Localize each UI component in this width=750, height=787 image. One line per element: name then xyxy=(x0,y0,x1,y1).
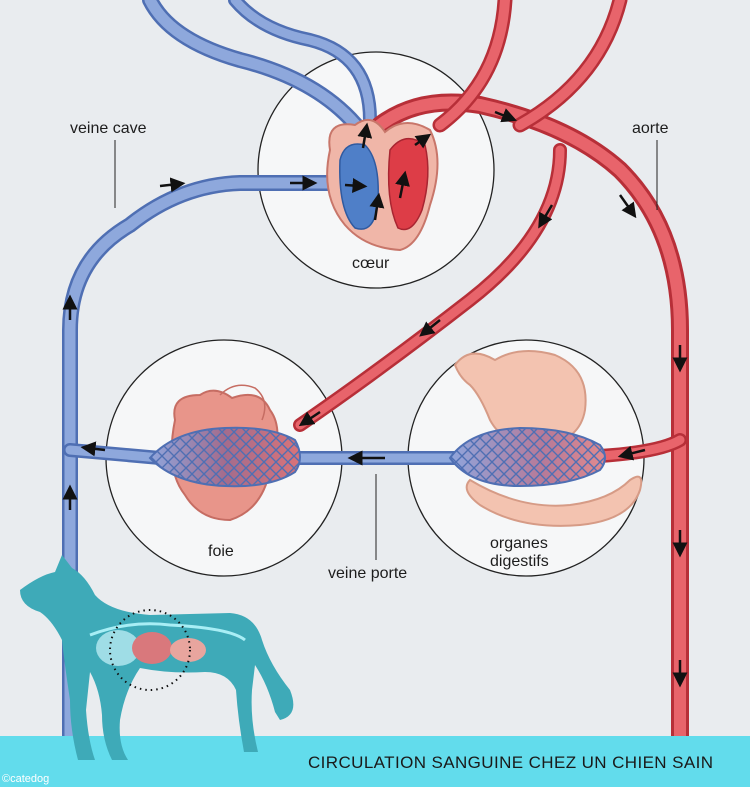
liver-capillary-network xyxy=(148,426,301,488)
stomach-icon xyxy=(453,350,643,527)
title-banner xyxy=(0,736,750,787)
label-digestive-line1: organes xyxy=(490,535,548,552)
leader-lines xyxy=(114,140,658,560)
arterial-vessels xyxy=(293,0,689,787)
arrow-icon xyxy=(617,445,646,461)
arrow-icon xyxy=(618,194,637,219)
arrow-icon xyxy=(494,108,517,123)
label-heart: cœur xyxy=(352,255,390,272)
arrow-icon xyxy=(298,410,321,427)
label-liver: foie xyxy=(208,543,234,560)
label-vena-cava: veine cave xyxy=(70,120,147,137)
credit: ©catedog xyxy=(2,773,49,785)
arrow-icon xyxy=(538,204,554,229)
diagram-title: CIRCULATION SANGUINE CHEZ UN CHIEN SAIN xyxy=(308,753,713,772)
arrow-icon xyxy=(80,441,106,457)
heart-icon xyxy=(326,118,439,252)
label-portal-vein: veine porte xyxy=(328,565,407,582)
arrow-icon xyxy=(419,319,441,337)
digestive-capillary-network xyxy=(448,426,606,488)
flow-arrows xyxy=(62,108,688,688)
dog-silhouette-icon xyxy=(20,555,294,760)
label-digestive-line2: digestifs xyxy=(490,553,549,570)
label-aorta: aorte xyxy=(632,120,669,137)
arrow-icon xyxy=(159,177,186,193)
